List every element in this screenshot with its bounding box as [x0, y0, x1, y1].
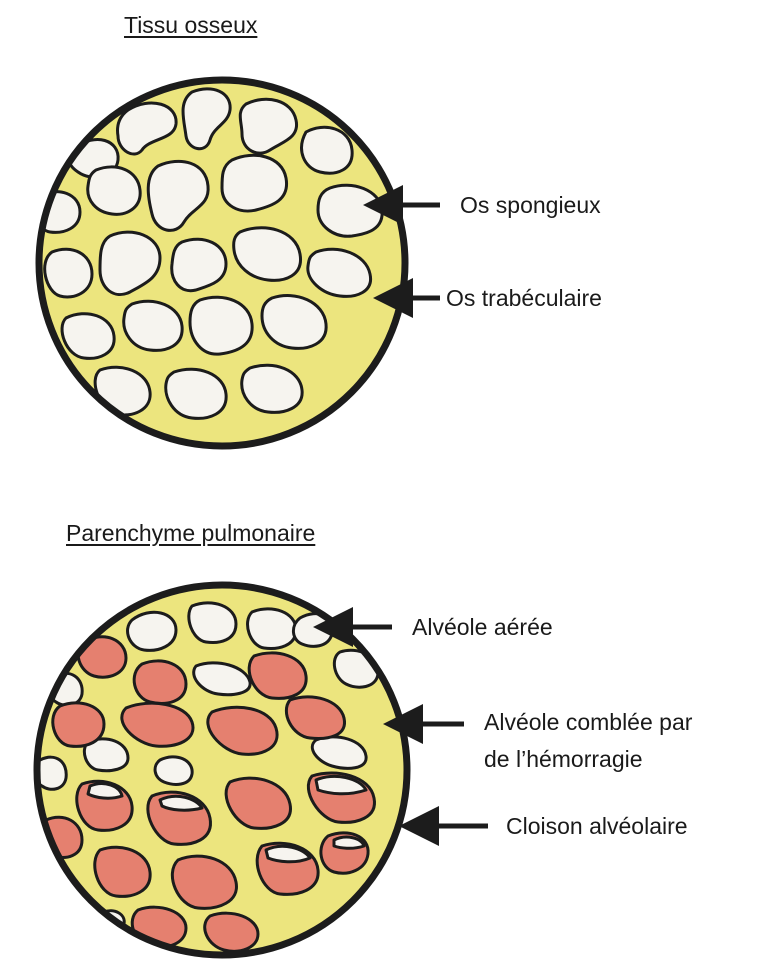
- bone-marrow-space: [222, 155, 287, 211]
- bone-marrow-space: [45, 249, 92, 297]
- bone-marrow-space: [190, 297, 252, 354]
- label-aerated-alveolus: Alvéole aérée: [412, 612, 553, 642]
- bone-tissue-circle: [35, 80, 405, 446]
- bone-marrow-space: [124, 301, 182, 350]
- label-trabecular-bone: Os trabéculaire: [446, 283, 602, 313]
- label-spongy-bone: Os spongieux: [460, 190, 601, 220]
- lung-parenchyma-circle: [33, 585, 407, 955]
- hemorrhage-alveolus: [95, 847, 150, 896]
- air-cap: [334, 837, 364, 848]
- bone-marrow-space: [242, 365, 302, 412]
- label-hemorrhage-alveolus-line1: Alvéole comblée par: [484, 707, 692, 737]
- hemorrhage-alveolus: [205, 913, 258, 951]
- aerated-alveolus: [189, 603, 236, 643]
- aerated-alveolus: [128, 612, 176, 650]
- hemorrhage-alveolus: [249, 653, 306, 698]
- hemorrhage-alveolus: [53, 703, 104, 746]
- aerated-alveolus: [248, 609, 296, 649]
- bone-marrow-space: [62, 314, 114, 359]
- aerated-alveolus: [155, 757, 192, 785]
- hemorrhage-alveolus: [134, 661, 186, 703]
- bone-marrow-space: [166, 369, 226, 418]
- bone-marrow-space: [318, 185, 382, 236]
- bone-marrow-space: [302, 127, 353, 173]
- label-alveolar-septum: Cloison alvéolaire: [506, 811, 688, 841]
- bone-marrow-space: [88, 167, 140, 214]
- bone-marrow-space: [95, 367, 150, 415]
- label-hemorrhage-alveolus-line2: de l’hémorragie: [484, 744, 643, 774]
